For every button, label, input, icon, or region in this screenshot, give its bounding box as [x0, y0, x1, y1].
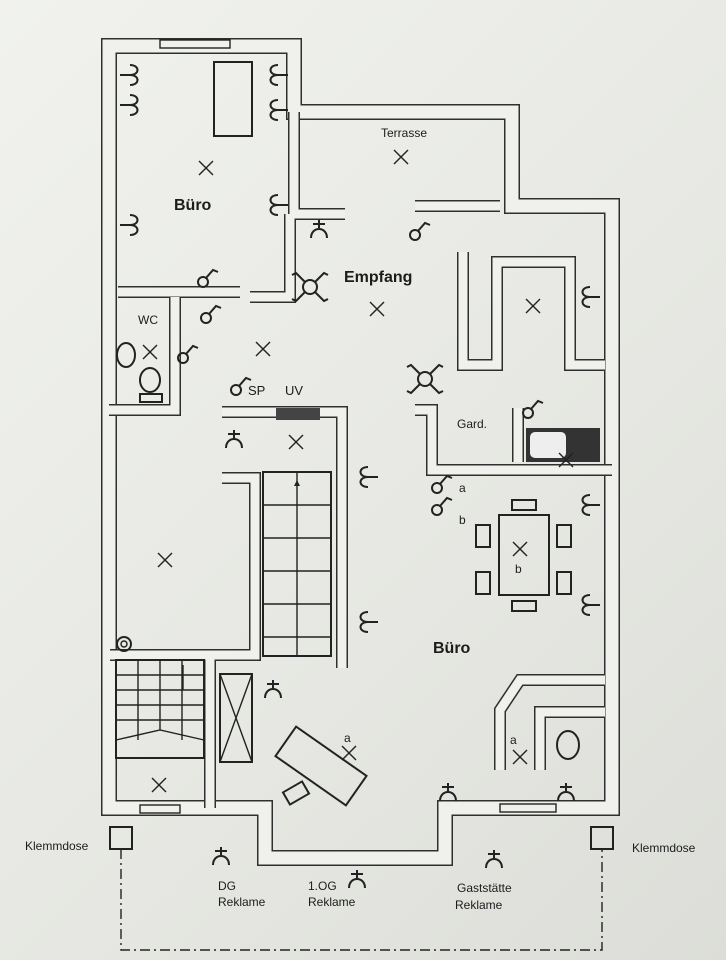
sign-gast-line1: Gaststätte: [457, 881, 512, 895]
room-label-office-top-left: Büro: [174, 197, 212, 214]
label-uv: UV: [285, 383, 303, 398]
lamp-mark-a-desk: a: [344, 731, 351, 745]
walls: [101, 38, 620, 866]
room-label-wc: WC: [138, 313, 158, 327]
room-label-office-right: Büro: [433, 640, 471, 657]
furniture: [109, 61, 614, 951]
sign-gast-line2: Reklame: [455, 898, 503, 912]
sign-og-line1: 1.OG: [308, 879, 337, 893]
lamp-mark-a-counter: a: [510, 733, 517, 747]
sign-dg-line2: Reklame: [218, 895, 266, 909]
switch-mark-a: a: [459, 481, 466, 495]
junction-box-right-label: Klemmdose: [632, 841, 696, 855]
room-label-reception: Empfang: [344, 269, 412, 286]
junction-box-left-label: Klemmdose: [25, 839, 89, 853]
room-label-wardrobe: Gard.: [457, 417, 487, 431]
label-sp: SP: [248, 383, 265, 398]
sign-og-line2: Reklame: [308, 895, 356, 909]
sign-dg-line1: DG: [218, 879, 236, 893]
switch-mark-b: b: [459, 513, 466, 527]
room-label-terrace: Terrasse: [381, 126, 427, 140]
lamp-mark-b: b: [515, 562, 522, 576]
electrical-symbols: [119, 64, 601, 889]
